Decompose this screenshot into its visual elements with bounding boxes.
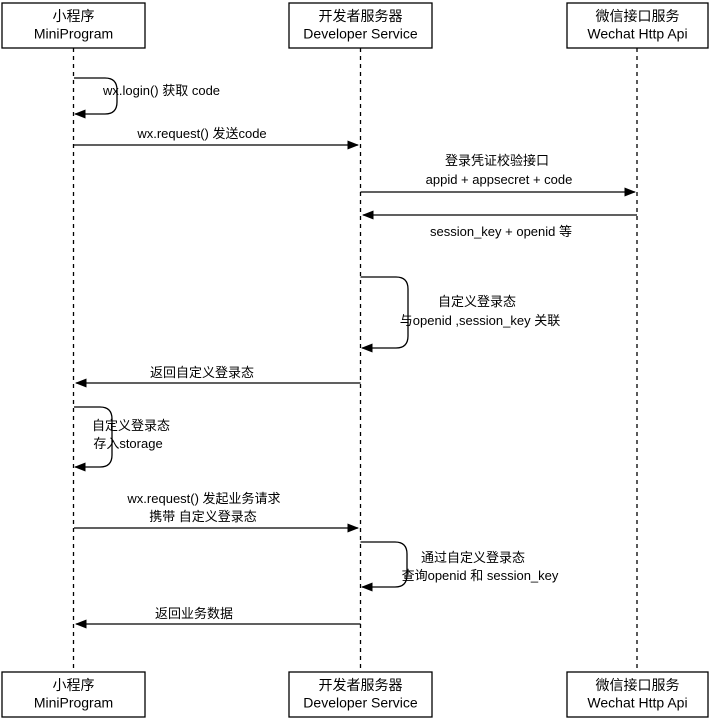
message-label: wx.request() 发送code (136, 126, 266, 141)
message-label-line2: 查询openid 和 session_key (402, 568, 559, 583)
participant-box (288, 2, 433, 49)
participant-name-en: Developer Service (303, 695, 418, 711)
message-self-store-login-state: 自定义登录态 存入storage (74, 406, 170, 472)
participant-box (288, 671, 433, 718)
participant-box (1, 2, 146, 49)
message-business-request: wx.request() 发起业务请求 携带 自定义登录态 (74, 491, 359, 533)
message-self-query-openid-session-key: 通过自定义登录态 查询openid 和 session_key (360, 541, 559, 592)
message-label-line2: appid + appsecret + code (426, 172, 573, 187)
message-label-line1: 自定义登录态 (438, 294, 516, 309)
message-label-line1: wx.request() 发起业务请求 (126, 491, 280, 506)
message-label: session_key + openid 等 (430, 224, 572, 239)
self-message-arrow (360, 276, 409, 353)
message-label-line1: 登录凭证校验接口 (445, 153, 549, 168)
participant-name-cn: 微信接口服务 (596, 677, 680, 693)
message-return-business-data: 返回业务数据 (75, 606, 361, 629)
self-message-arrow (360, 541, 408, 592)
participant-top-miniprogram: 小程序 MiniProgram (1, 2, 146, 49)
participant-name-en: Wechat Http Api (587, 695, 687, 711)
participant-name-cn: 小程序 (53, 677, 95, 693)
message-label-line2: 存入storage (93, 436, 162, 451)
message-return-custom-login-state: 返回自定义登录态 (75, 365, 361, 388)
participant-box (1, 671, 146, 718)
participant-name-en: MiniProgram (34, 695, 113, 711)
message-label-line1: 通过自定义登录态 (421, 550, 525, 565)
message-label-line2: 携带 自定义登录态 (149, 509, 257, 524)
participant-name-cn: 微信接口服务 (596, 8, 680, 24)
participant-name-en: Developer Service (303, 26, 418, 42)
message-session-key-openid: session_key + openid 等 (362, 210, 637, 239)
participant-name-cn: 小程序 (53, 8, 95, 24)
participant-name-cn: 开发者服务器 (319, 8, 403, 24)
participant-bottom-miniprogram: 小程序 MiniProgram (1, 671, 146, 718)
message-label-line2: 与openid ,session_key 关联 (400, 313, 560, 328)
participant-box (566, 671, 709, 718)
participant-bottom-developer-service: 开发者服务器 Developer Service (288, 671, 433, 718)
message-label: 返回业务数据 (155, 606, 233, 621)
message-label-line1: 自定义登录态 (92, 418, 170, 433)
self-message-arrow (74, 77, 118, 119)
self-message-arrow (74, 406, 113, 472)
message-label: 返回自定义登录态 (150, 365, 254, 380)
participant-name-cn: 开发者服务器 (319, 677, 403, 693)
participant-name-en: Wechat Http Api (587, 26, 687, 42)
message-wx-request-send-code: wx.request() 发送code (74, 126, 359, 150)
message-self-custom-login-state-associate: 自定义登录态 与openid ,session_key 关联 (360, 276, 560, 353)
message-label: wx.login() 获取 code (102, 83, 220, 98)
message-login-credential-check: 登录凭证校验接口 appid + appsecret + code (360, 153, 636, 197)
participant-name-en: MiniProgram (34, 26, 113, 42)
message-self-wx-login: wx.login() 获取 code (74, 77, 220, 119)
participant-box (566, 2, 709, 49)
participant-top-developer-service: 开发者服务器 Developer Service (288, 2, 433, 49)
participant-top-wechat-api: 微信接口服务 Wechat Http Api (566, 2, 709, 49)
participant-bottom-wechat-api: 微信接口服务 Wechat Http Api (566, 671, 709, 718)
